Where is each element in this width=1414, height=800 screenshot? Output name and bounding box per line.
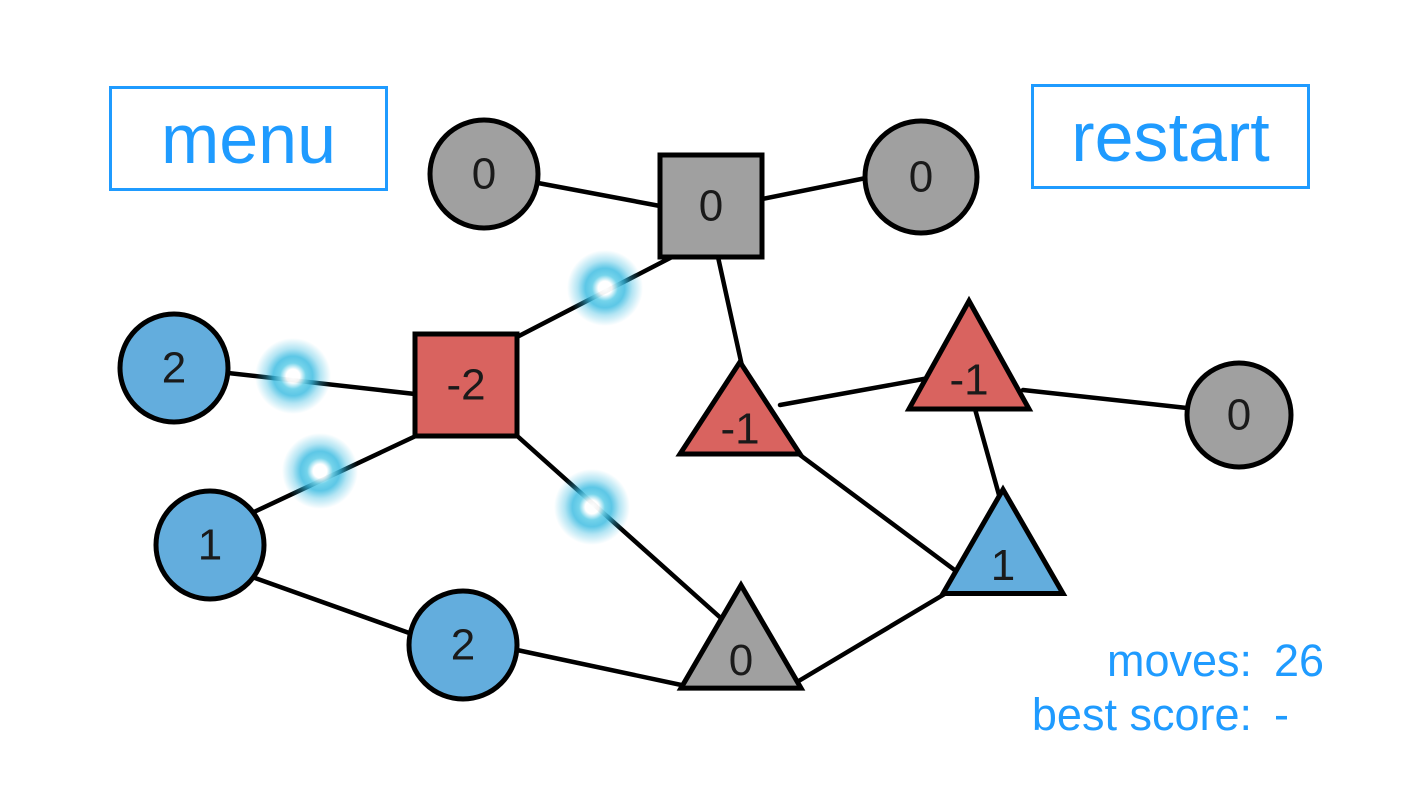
moves-label: moves: <box>1106 635 1252 686</box>
node-shape <box>675 357 805 457</box>
graph-node-triangle[interactable]: 0 <box>676 580 806 691</box>
menu-button-label: menu <box>160 99 337 178</box>
node-shape <box>904 295 1034 412</box>
node-value-label: 0 <box>472 150 496 199</box>
edge-glow-marker-icon[interactable] <box>567 250 643 326</box>
node-shape <box>427 117 541 231</box>
graph-node-triangle[interactable]: 1 <box>938 484 1068 596</box>
node-value-label: 2 <box>451 621 475 670</box>
graph-node-circle[interactable]: 0 <box>1184 360 1294 470</box>
moves-value: 26 <box>1274 635 1325 686</box>
best-score-row: best score: - <box>924 688 1344 742</box>
graph-edge[interactable] <box>514 647 689 689</box>
best-score-value: - <box>1274 689 1289 740</box>
graph-node-circle[interactable]: 0 <box>427 117 541 231</box>
node-value-label: -1 <box>949 355 988 404</box>
score-panel: moves: 26 best score: - <box>924 634 1344 742</box>
node-value-label: -1 <box>720 405 759 454</box>
best-score-label: best score: <box>1031 689 1252 740</box>
marker-layer <box>255 250 643 545</box>
graph-edge[interactable] <box>972 406 1002 498</box>
node-shape <box>676 580 806 691</box>
graph-edge[interactable] <box>759 175 869 202</box>
node-shape <box>117 311 231 425</box>
restart-button-label: restart <box>1071 97 1270 176</box>
graph-edge[interactable] <box>793 449 971 583</box>
graph-edge[interactable] <box>1020 387 1190 411</box>
node-value-label: -2 <box>446 361 485 410</box>
node-value-label: 1 <box>991 541 1015 590</box>
graph-edge[interactable] <box>777 375 932 408</box>
graph-edge[interactable] <box>794 589 951 685</box>
node-shape <box>406 588 520 702</box>
graph-node-triangle[interactable]: -1 <box>675 357 805 457</box>
node-shape <box>657 152 765 260</box>
graph-node-circle[interactable]: 2 <box>406 588 520 702</box>
node-shape <box>938 484 1068 596</box>
graph-node-circle[interactable]: 0 <box>862 118 980 236</box>
node-value-label: 0 <box>729 636 753 685</box>
graph-node-triangle[interactable]: -1 <box>904 295 1034 412</box>
edge-glow-marker-icon[interactable] <box>554 469 630 545</box>
node-value-label: 0 <box>909 153 933 202</box>
node-value-label: 1 <box>198 521 222 570</box>
edge-glow-marker-icon[interactable] <box>282 433 358 509</box>
graph-node-square[interactable]: -2 <box>412 331 520 439</box>
node-shape <box>862 118 980 236</box>
graph-edge[interactable] <box>252 575 415 637</box>
node-value-label: 0 <box>699 182 723 231</box>
graph-edge[interactable] <box>535 180 663 209</box>
menu-button[interactable]: menu <box>109 86 388 191</box>
graph-node-circle[interactable]: 1 <box>153 488 267 602</box>
node-layer: 0 0 0 2 -2 -1 -1 0 1 1 2 0 <box>117 117 1294 702</box>
graph-node-square[interactable]: 0 <box>657 152 765 260</box>
node-value-label: 2 <box>162 344 186 393</box>
restart-button[interactable]: restart <box>1031 84 1310 189</box>
edge-glow-marker-icon[interactable] <box>255 338 331 414</box>
node-shape <box>153 488 267 602</box>
moves-row: moves: 26 <box>924 634 1344 688</box>
node-value-label: 0 <box>1227 391 1251 440</box>
node-shape <box>412 331 520 439</box>
graph-edge[interactable] <box>715 254 745 369</box>
node-shape <box>1184 360 1294 470</box>
graph-node-circle[interactable]: 2 <box>117 311 231 425</box>
